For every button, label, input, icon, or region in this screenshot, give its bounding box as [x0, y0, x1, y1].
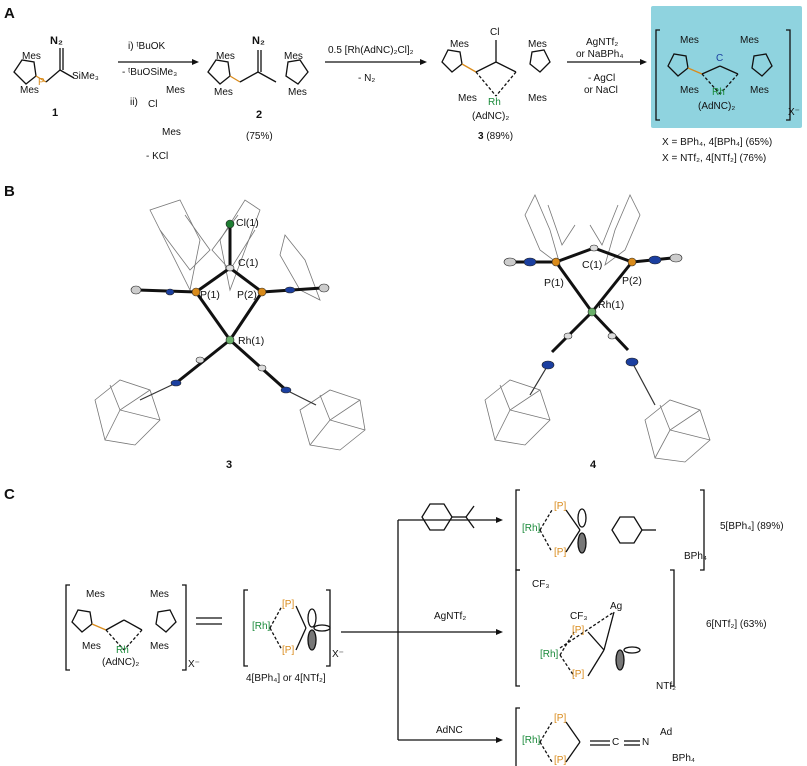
compound4-adnc: (AdNC)₂	[698, 101, 736, 112]
p6-cf3-left: CF₃	[532, 579, 550, 590]
p6-label: 6[NTf₂] (63%)	[706, 619, 767, 630]
p6-ag: Ag	[610, 601, 623, 612]
compound3-label-yield: 3 (89%)	[478, 131, 514, 142]
step3-byproduct-1: - AgCl	[588, 73, 616, 84]
atom-label-c1-s4: C(1)	[582, 259, 603, 271]
compound3-adnc: (AdNC)₂	[472, 111, 510, 122]
structure-3-label: 3	[226, 459, 233, 471]
c-start-mes-tr: Mes	[150, 589, 169, 600]
structure-4-label: 4	[590, 459, 597, 471]
structure-4-wireframe	[484, 194, 711, 463]
p5-p-top: [P]	[554, 501, 567, 512]
compound3-cl: Cl	[490, 27, 500, 38]
p7-ad: Ad	[660, 727, 673, 738]
compound3-mes-bl: Mes	[458, 93, 477, 104]
atom-label-rh1-s3: Rh(1)	[238, 335, 265, 347]
step-i-reagent: i) ᵗBuOK	[128, 41, 166, 52]
compound4-carbon: C	[716, 53, 724, 64]
compound3-mes-br: Mes	[528, 93, 547, 104]
compound2-yield: (75%)	[246, 131, 273, 142]
c-start-rh: Rh	[116, 645, 129, 656]
panel-label-b: B	[4, 183, 15, 200]
structure-3-wireframe	[94, 199, 366, 451]
compound1-n2: N₂	[50, 35, 63, 47]
c-reagent-adnc: AdNC	[436, 725, 463, 736]
compound1-mes-top: Mes	[22, 51, 41, 62]
c-start-mes-tl: Mes	[86, 589, 105, 600]
compound4-mes-br: Mes	[750, 85, 769, 96]
p5-p-bottom: [P]	[554, 547, 567, 558]
c-start-counterion: X⁻	[188, 659, 200, 670]
compound2-mes-tl: Mes	[216, 51, 235, 62]
p6-cf3-right: CF₃	[570, 611, 588, 622]
p7-p-top: [P]	[554, 713, 567, 724]
compound3-mes-tl: Mes	[450, 39, 469, 50]
p6-p-bottom: [P]	[572, 669, 585, 680]
c-start-label: 4[BPh₄] or 4[NTf₂]	[246, 673, 326, 684]
atom-label-p2-s3: P(2)	[237, 289, 257, 301]
product-yield-bph4: X = BPh₄, 4[BPh₄] (65%)	[662, 137, 773, 148]
compound2-mes-tr: Mes	[284, 51, 303, 62]
compound2-n2: N₂	[252, 35, 265, 47]
atom-label-c1-s3: C(1)	[238, 257, 259, 269]
product-highlight-box	[651, 6, 802, 128]
p5-counterion: BPh₄	[684, 551, 707, 562]
p6-counterion: NTf₂	[656, 681, 676, 692]
step-ii-mes-top: Mes	[166, 85, 185, 96]
step2-reagent: 0.5 [Rh(AdNC)₂Cl]₂	[328, 45, 414, 56]
panel-label-a: A	[4, 5, 15, 22]
step3-reagent-1: AgNTf₂	[586, 37, 619, 48]
p5-label: 5[BPh₄] (89%)	[720, 521, 784, 532]
step-i-byproduct: - ᵗBuOSiMe₃	[122, 67, 178, 78]
p7-rh: [Rh]	[522, 735, 541, 746]
panel-label-c: C	[4, 486, 15, 503]
step-ii-cl: Cl	[148, 99, 158, 110]
step3-reagent-2: or NaBPh₄	[576, 49, 624, 60]
p7-counterion: BPh₄	[672, 753, 695, 764]
compound1-p: P	[38, 77, 45, 88]
c-start-adnc: (AdNC)₂	[102, 657, 140, 668]
p6-p-top: [P]	[572, 625, 585, 636]
p6-rh: [Rh]	[540, 649, 559, 660]
c-reagent-agntf2: AgNTf₂	[434, 611, 467, 622]
step3-byproduct-2: or NaCl	[584, 85, 618, 96]
step-ii-mes-bottom: Mes	[162, 127, 181, 138]
compound1-sime3: SiMe₃	[72, 71, 99, 82]
compound3-rh: Rh	[488, 97, 501, 108]
c-simple-rh: [Rh]	[252, 621, 271, 632]
compound1-label: 1	[52, 107, 59, 119]
c-simple-p-bottom: [P]	[282, 645, 295, 656]
compound4-rh: Rh	[712, 87, 725, 98]
compound4-mes-bl: Mes	[680, 85, 699, 96]
step-ii-byproduct: - KCl	[146, 151, 169, 162]
p7-c: C	[612, 737, 620, 748]
c-start-mes-br: Mes	[150, 641, 169, 652]
c-start-mes-bl: Mes	[82, 641, 101, 652]
compound3-mes-tr: Mes	[528, 39, 547, 50]
step-ii-reagent: ii)	[130, 97, 138, 108]
compound2-mes-bl: Mes	[214, 87, 233, 98]
p7-n: N	[642, 737, 650, 748]
atom-label-cl1: Cl(1)	[236, 217, 259, 229]
product-yield-ntf2: X = NTf₂, 4[NTf₂] (76%)	[662, 153, 767, 164]
compound4-mes-tl: Mes	[680, 35, 699, 46]
step2-byproduct: - N₂	[358, 73, 376, 84]
compound2-label: 2	[256, 109, 263, 121]
c-simple-p-top: [P]	[282, 599, 295, 610]
compound4-mes-tr: Mes	[740, 35, 759, 46]
compound4-counterion: X⁻	[788, 107, 800, 118]
atom-label-p1-s4: P(1)	[544, 277, 564, 289]
c-simple-counterion: X⁻	[332, 649, 344, 660]
atom-label-p1-s3: P(1)	[200, 289, 220, 301]
p5-rh: [Rh]	[522, 523, 541, 534]
atom-label-p2-s4: P(2)	[622, 275, 642, 287]
compound1-mes-bottom: Mes	[20, 85, 39, 96]
atom-label-rh1-s4: Rh(1)	[598, 299, 625, 311]
compound2-mes-br: Mes	[288, 87, 307, 98]
p7-p-bottom: [P]	[554, 755, 567, 766]
